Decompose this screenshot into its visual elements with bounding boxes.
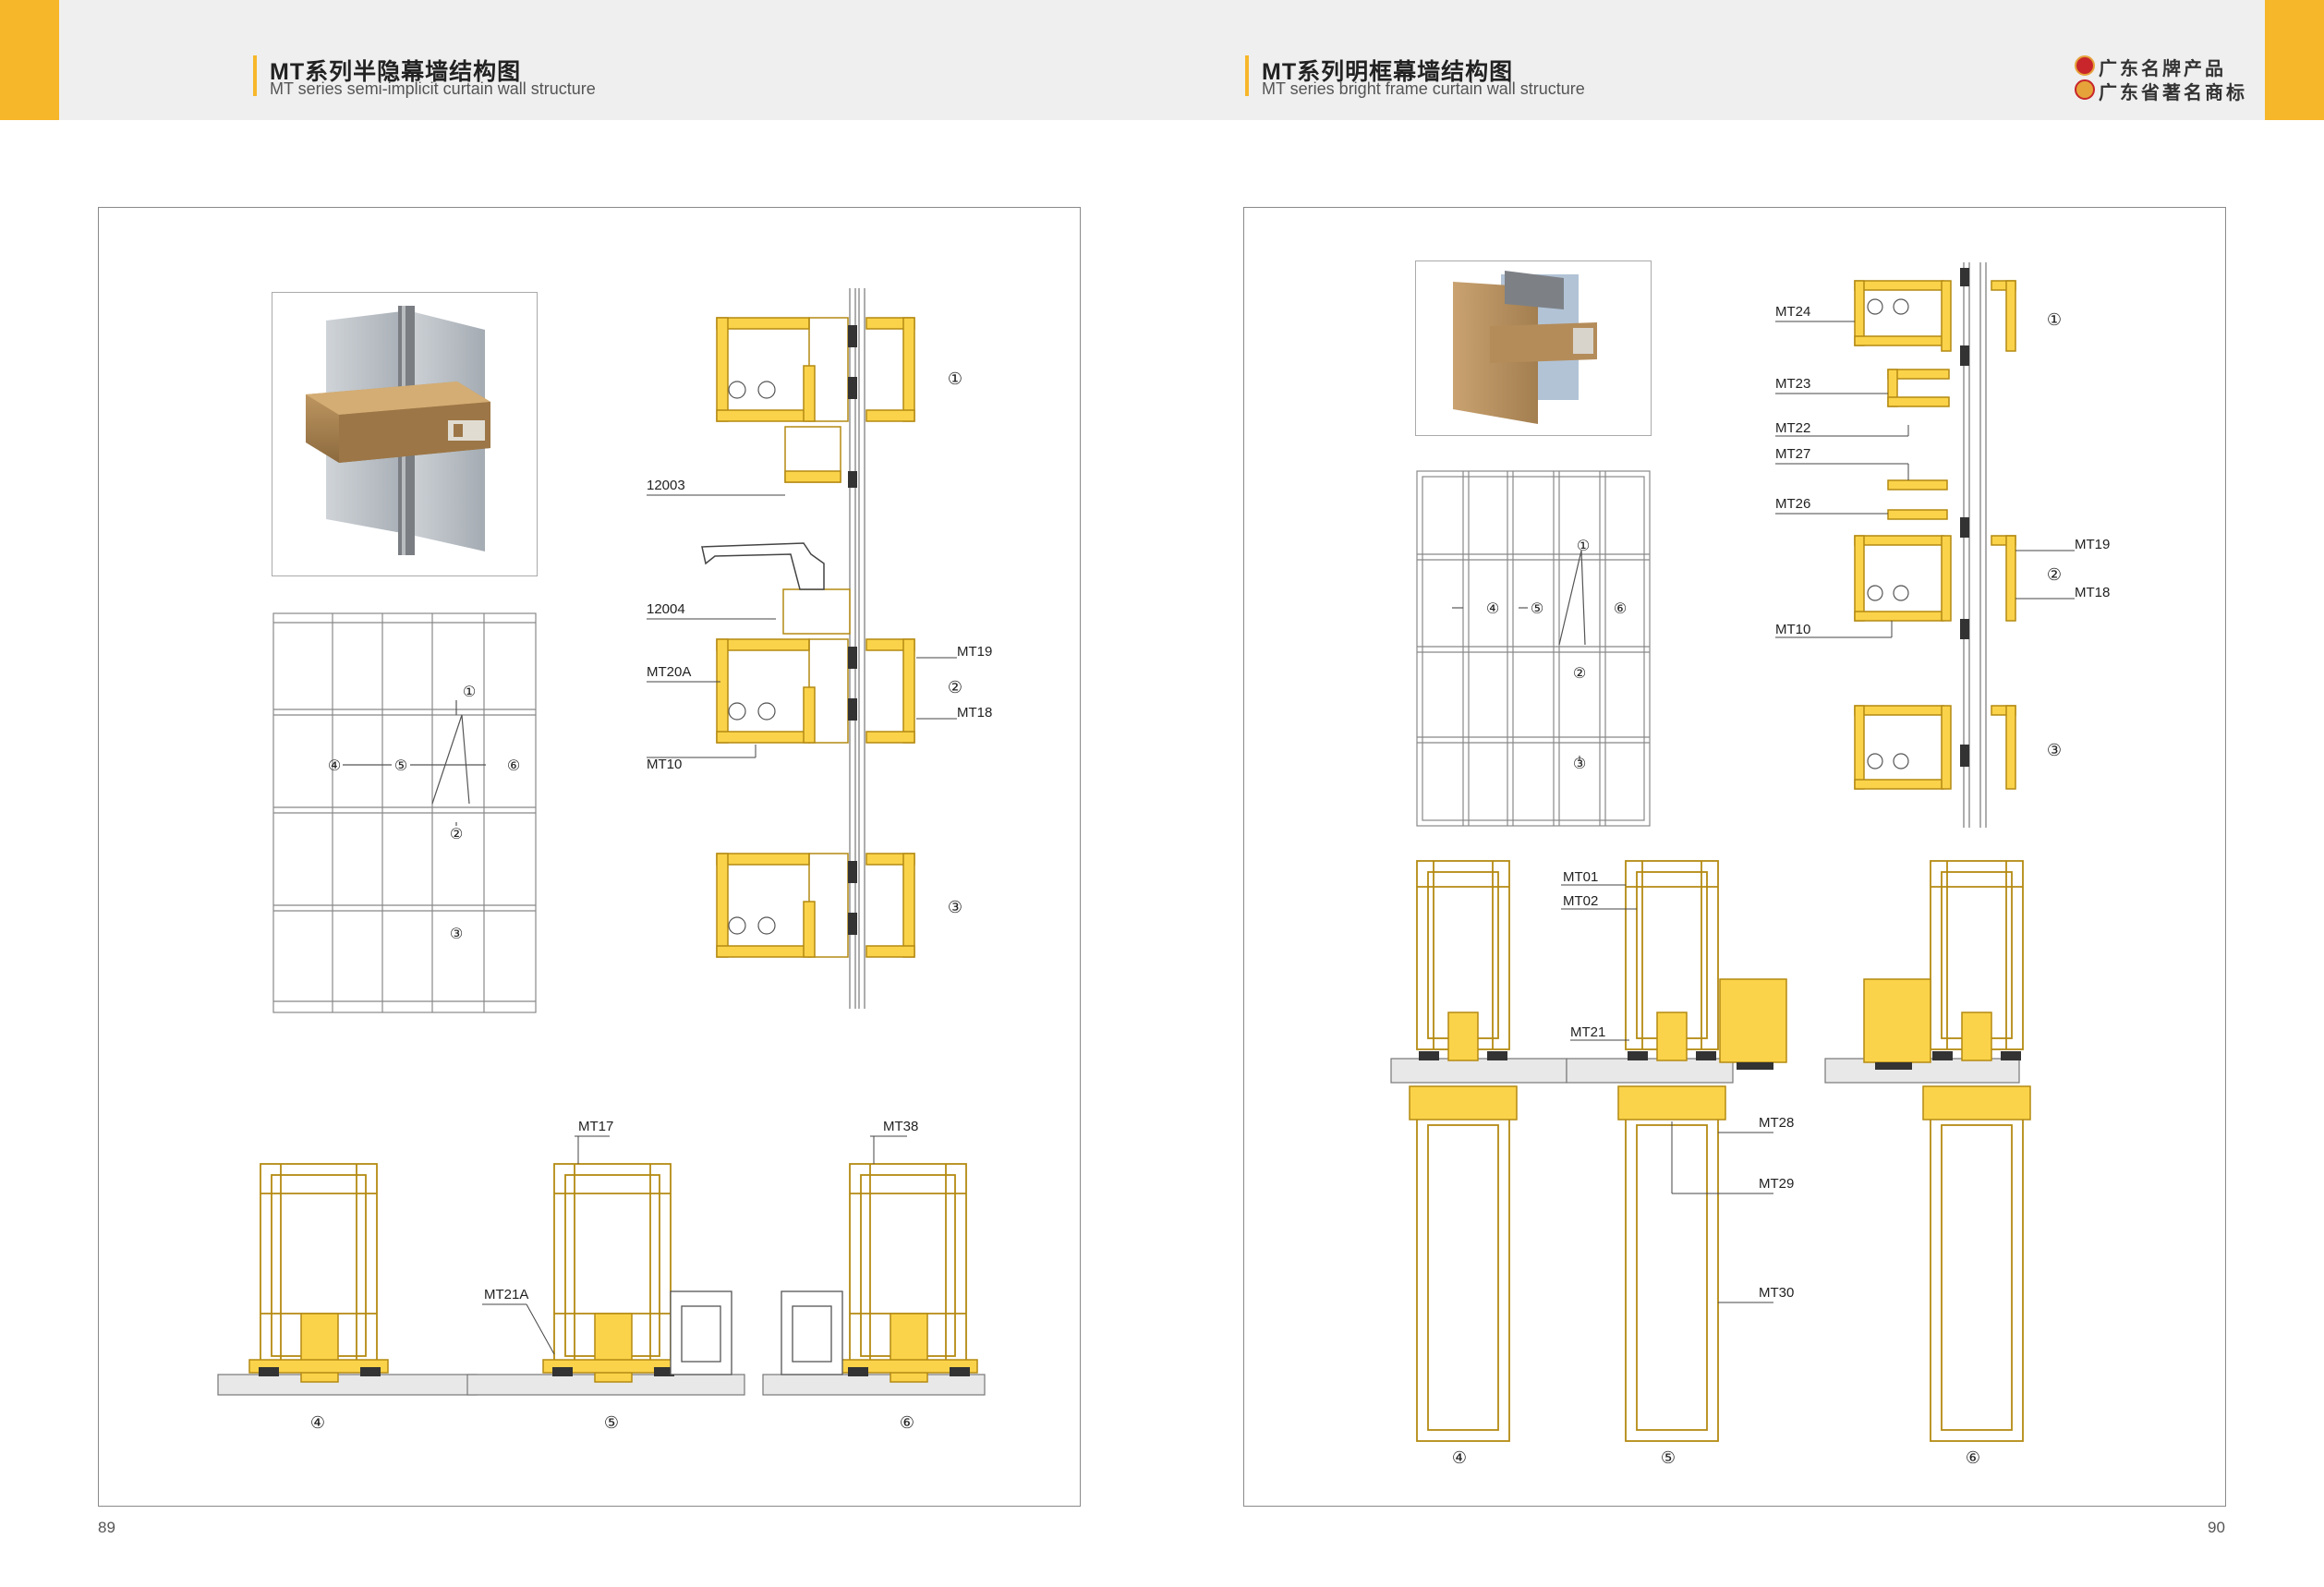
left-hsection-marker-5: ⑤ xyxy=(604,1413,619,1432)
right-product-photo xyxy=(1415,260,1652,436)
right-page-title: MT系列明框幕墙结构图 xyxy=(1262,59,1514,85)
right-hsection-marker-6: ⑥ xyxy=(1966,1448,1980,1467)
right-grid-marker-2: ② xyxy=(1573,666,1586,682)
left-grid-marker-5: ⑤ xyxy=(394,758,407,774)
left-elevation-grid: ① ② ③ ④ ⑤ ⑥ xyxy=(272,612,537,1013)
left-grid-marker-1: ① xyxy=(463,684,476,700)
right-label-mt29: MT29 xyxy=(1759,1176,1794,1192)
trademark-seal-icon xyxy=(2075,79,2095,100)
left-title-accent xyxy=(253,55,257,96)
left-label-mt19: MT19 xyxy=(957,644,992,660)
left-page-number: 89 xyxy=(98,1519,115,1536)
right-vertical-sections: MT24 MT23 MT22 MT27 MT26 MT10 MT19 MT18 … xyxy=(1775,262,2110,828)
right-horizontal-sections: MT01 MT02 MT21 MT28 MT29 MT30 ④ ⑤ ⑥ xyxy=(1390,860,2031,1467)
right-grid-marker-3: ③ xyxy=(1573,757,1586,772)
left-label-mt20a: MT20A xyxy=(647,664,691,680)
right-grid-marker-4: ④ xyxy=(1486,601,1499,617)
right-title-accent xyxy=(1245,55,1249,96)
right-page-number: 90 xyxy=(2208,1519,2225,1536)
right-label-mt27: MT27 xyxy=(1775,446,1810,462)
right-label-mt28: MT28 xyxy=(1759,1115,1794,1131)
right-label-mt19: MT19 xyxy=(2075,537,2110,552)
right-page-tab xyxy=(2265,0,2324,120)
brand-line-2: 广东省著名商标 xyxy=(2099,83,2247,103)
left-horizontal-sections: MT17 MT38 MT21A ④ ⑤ ⑥ xyxy=(217,1119,986,1432)
left-label-mt17: MT17 xyxy=(578,1119,613,1134)
left-grid-marker-3: ③ xyxy=(450,927,463,942)
left-label-mt21a: MT21A xyxy=(484,1287,528,1302)
right-label-mt01: MT01 xyxy=(1563,869,1598,885)
right-label-mt02: MT02 xyxy=(1563,893,1598,909)
left-grid-marker-2: ② xyxy=(450,827,463,842)
left-section-marker-1: ① xyxy=(948,369,962,388)
left-hsection-marker-6: ⑥ xyxy=(900,1413,914,1432)
left-drawing-panel xyxy=(98,207,1081,1507)
right-label-mt24: MT24 xyxy=(1775,304,1810,320)
right-page-subtitle: MT series bright frame curtain wall stru… xyxy=(1262,79,1585,98)
right-drawing-panel xyxy=(1243,207,2226,1507)
right-label-mt18: MT18 xyxy=(2075,585,2110,600)
right-grid-marker-5: ⑤ xyxy=(1531,601,1543,617)
left-hsection-marker-4: ④ xyxy=(310,1413,325,1432)
left-section-marker-2: ② xyxy=(948,678,962,697)
right-label-mt22: MT22 xyxy=(1775,420,1810,436)
left-product-photo xyxy=(272,292,538,576)
left-label-12003: 12003 xyxy=(647,478,685,493)
right-section-marker-1: ① xyxy=(2047,310,2062,329)
right-hsection-marker-4: ④ xyxy=(1452,1448,1467,1467)
right-section-marker-2: ② xyxy=(2047,565,2062,584)
right-label-mt21: MT21 xyxy=(1570,1024,1605,1040)
left-page-tab xyxy=(0,0,59,120)
left-label-mt38: MT38 xyxy=(883,1119,918,1134)
right-section-marker-3: ③ xyxy=(2047,741,2062,759)
brand-seal-icon xyxy=(2075,55,2095,76)
header-band xyxy=(0,0,2324,120)
right-grid-marker-6: ⑥ xyxy=(1614,601,1627,617)
left-label-mt10: MT10 xyxy=(647,757,682,772)
left-section-marker-3: ③ xyxy=(948,898,962,916)
right-label-mt10: MT10 xyxy=(1775,622,1810,637)
brand-line-1: 广东名牌产品 xyxy=(2099,59,2226,79)
right-label-mt30: MT30 xyxy=(1759,1285,1794,1301)
left-page-title: MT系列半隐幕墙结构图 xyxy=(270,59,522,85)
left-label-12004: 12004 xyxy=(647,601,685,617)
left-label-mt18: MT18 xyxy=(957,705,992,721)
right-grid-marker-1: ① xyxy=(1577,539,1590,554)
right-elevation-grid: ① ② ③ ④ ⑤ ⑥ xyxy=(1416,470,1651,827)
left-grid-marker-4: ④ xyxy=(328,758,341,774)
left-grid-marker-6: ⑥ xyxy=(507,758,520,774)
right-label-mt26: MT26 xyxy=(1775,496,1810,512)
right-label-mt23: MT23 xyxy=(1775,376,1810,392)
right-hsection-marker-5: ⑤ xyxy=(1661,1448,1676,1467)
left-vertical-sections: 12003 12004 MT20A MT10 MT19 MT18 ① ② ③ xyxy=(647,288,992,1009)
left-page-subtitle: MT series semi-implicit curtain wall str… xyxy=(270,79,596,98)
